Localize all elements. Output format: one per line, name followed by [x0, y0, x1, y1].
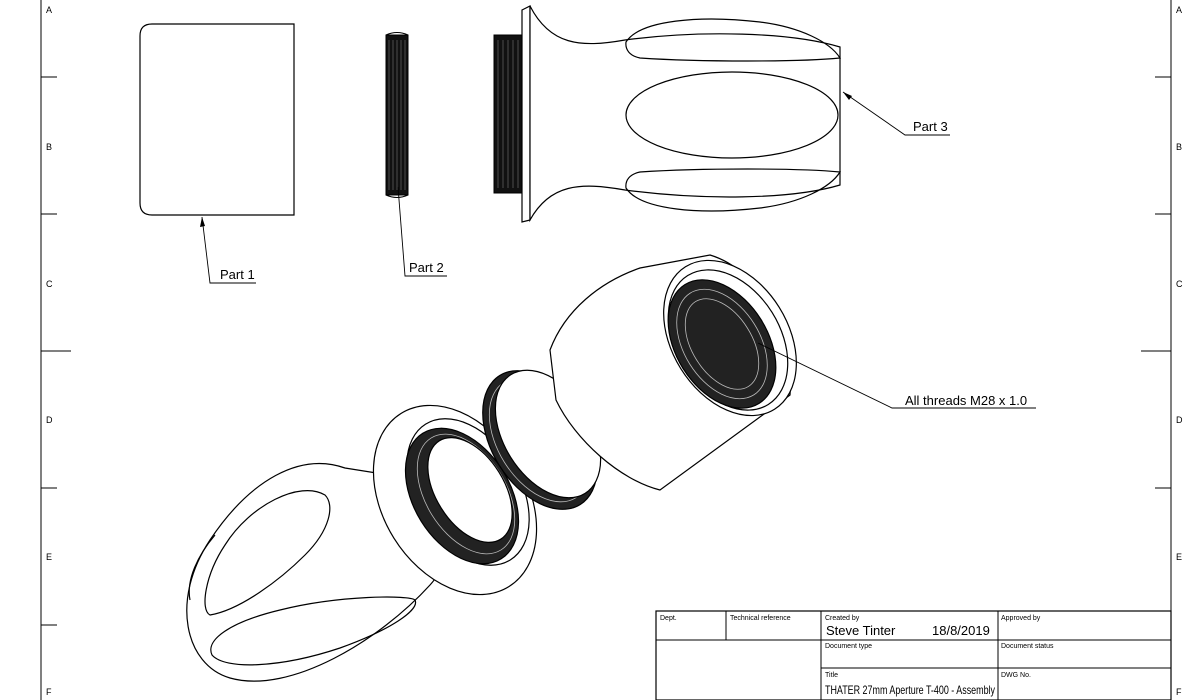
callout-part-1: Part 1 [220, 267, 255, 282]
title-block-created-date: 18/8/2019 [932, 623, 990, 638]
leader-lines [201, 91, 1036, 409]
zone-label-a-right: A [1176, 5, 1182, 15]
zone-labels-left: A B C D E F [46, 5, 53, 697]
zone-label-b-right: B [1176, 142, 1182, 152]
iso-cylinder-cap [549, 254, 797, 491]
part-3-side-view [493, 5, 842, 223]
title-block-dwg-no-label: DWG No. [1001, 672, 1031, 679]
zone-label-a-left: A [46, 5, 52, 15]
title-block-approved-by-label: Approved by [1001, 615, 1041, 622]
title-block-created-by-label: Created by [825, 615, 860, 622]
title-block-title-value: THATER 27mm Aperture T-400 - Assembly [825, 683, 995, 697]
zone-label-c-right: C [1176, 279, 1183, 289]
part-2-side-view [385, 32, 409, 198]
title-block-doc-status-label: Document status [1001, 643, 1054, 650]
zone-label-d-right: D [1176, 415, 1183, 425]
part-1-side-view [139, 23, 295, 216]
title-block-tech-ref-label: Technical reference [730, 615, 791, 622]
zone-label-b-left: B [46, 142, 52, 152]
zone-label-f-left: F [46, 687, 52, 697]
zone-label-e-left: E [46, 552, 52, 562]
title-block-dept-label: Dept. [660, 615, 677, 622]
exploded-isometric-assembly [186, 254, 797, 682]
zone-label-c-left: C [46, 279, 53, 289]
title-block-doc-type-label: Document type [825, 643, 872, 650]
leader-arrowheads [200, 92, 852, 227]
title-block: Dept. Technical reference Created by Ste… [655, 610, 1172, 700]
title-block-created-by-value: Steve Tinter [826, 623, 896, 638]
zone-labels-right: A B C D E F [1176, 5, 1183, 697]
callout-part-2: Part 2 [409, 260, 444, 275]
zone-label-f-right: F [1176, 687, 1182, 697]
title-block-title-label: Title [825, 672, 838, 679]
zone-label-d-left: D [46, 415, 53, 425]
callout-part-3: Part 3 [913, 119, 948, 134]
zone-label-e-right: E [1176, 552, 1182, 562]
callout-thread-note: All threads M28 x 1.0 [905, 393, 1027, 408]
